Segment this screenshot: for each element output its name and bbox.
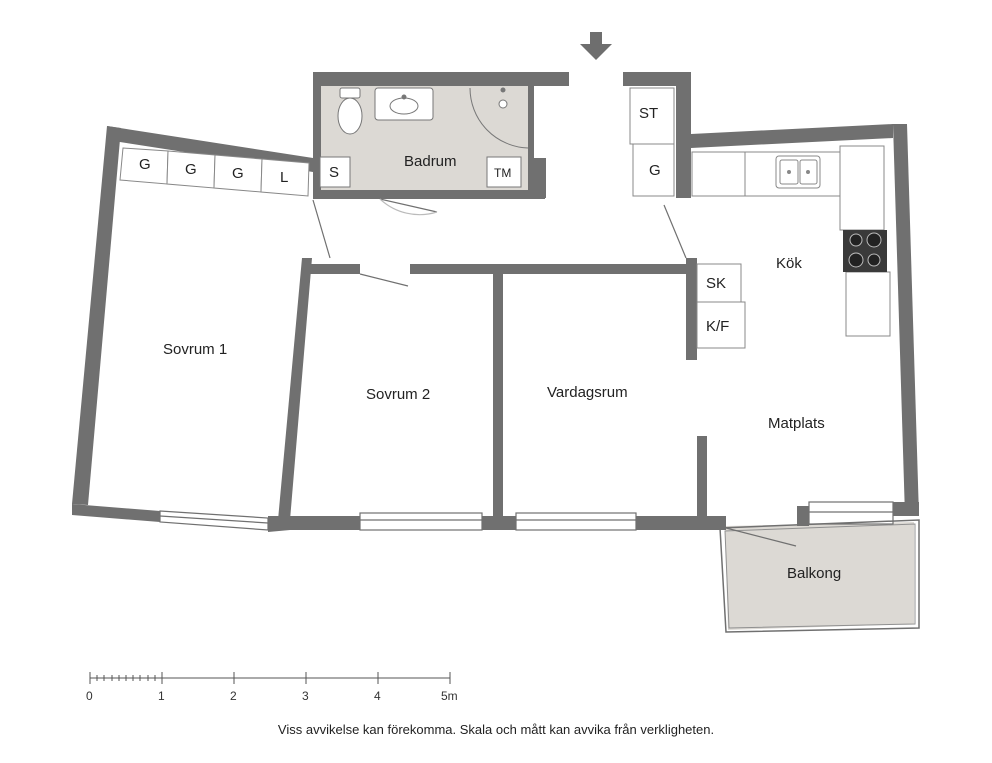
scale-tick-3: 3: [302, 689, 309, 703]
wall-kitchen-bottom-left: [797, 506, 809, 526]
wall-sovrum2-top-b: [410, 264, 694, 274]
label-vardagsrum: Vardagsrum: [547, 384, 628, 401]
wall-hall-top: [623, 72, 691, 86]
doors: [312, 198, 797, 547]
bath-fixtures: [319, 87, 529, 188]
window-matplats: [808, 501, 894, 525]
door-kitchen: [663, 204, 687, 259]
window-sovrum1: [159, 510, 269, 531]
wall-sovrum2-top-a: [310, 264, 360, 274]
bath-cabinet-tm: [486, 156, 522, 188]
wall-kitchen-bottom-right: [893, 502, 919, 516]
kitchen-cabinet-sk: [696, 263, 742, 303]
label-kitchen-kf: K/F: [706, 318, 729, 335]
wall-sovrum1-left: [72, 126, 121, 505]
label-hall-st: ST: [639, 105, 658, 122]
wardrobe-l: [260, 158, 310, 197]
closet-g: [632, 143, 675, 197]
scale-tick-1: 1: [158, 689, 165, 703]
wall-kitchen-partition: [686, 258, 697, 360]
wall-hall-right: [676, 72, 691, 198]
disclaimer-text: Viss avvikelse kan förekomma. Skala och …: [277, 722, 715, 737]
label-bath-s: S: [329, 164, 339, 181]
scale-tick-2: 2: [230, 689, 237, 703]
kitchen-sink-icon: [775, 155, 821, 189]
door-sovrum2: [359, 273, 409, 287]
label-bath-tm: TM: [494, 166, 511, 180]
kitchen-counter-right: [839, 145, 885, 231]
wall-bottom-a: [268, 516, 360, 530]
windows: [159, 501, 894, 531]
label-hall-g: G: [649, 162, 661, 179]
entrance-arrow-icon: [580, 32, 612, 60]
wardrobe-row: [119, 147, 310, 197]
hall-closets: [629, 87, 675, 197]
label-badrum: Badrum: [404, 153, 457, 170]
wall-sovrum1-bottom-a: [72, 504, 160, 522]
toilet-icon: [337, 87, 363, 135]
wall-bath-top: [313, 72, 569, 86]
label-sovrum1: Sovrum 1: [163, 341, 227, 358]
wall-bath-right: [528, 86, 534, 190]
wall-bottom-c: [636, 516, 726, 530]
kitchen-fittings: [691, 145, 891, 349]
wall-matplats-stub: [697, 436, 707, 516]
wall-bottom-b: [482, 516, 516, 530]
kitchen-counter-right-lower: [845, 271, 891, 337]
wall-kitchen-right: [893, 124, 919, 516]
label-wardrobe-l: L: [280, 169, 288, 186]
door-sovrum1: [312, 199, 331, 259]
bath-cabinet-s: [319, 156, 351, 188]
balcony-inner-outline: [724, 523, 916, 629]
label-kok: Kök: [776, 255, 802, 272]
scale-tick-4: 4: [374, 689, 381, 703]
label-balkong: Balkong: [787, 565, 841, 582]
label-wardrobe-g1: G: [139, 156, 151, 173]
wall-bath-left: [313, 72, 321, 198]
kitchen-cabinet-kf: [696, 301, 746, 349]
wall-bath-bottom: [313, 190, 545, 199]
scale-bar: [89, 672, 451, 684]
stove-icon: [843, 230, 887, 272]
sink-icon: [374, 87, 434, 121]
label-matplats: Matplats: [768, 415, 825, 432]
door-balcony: [725, 527, 797, 547]
closet-st: [629, 87, 675, 145]
window-vardagsrum: [515, 512, 637, 531]
scale-tick-5: 5m: [441, 689, 458, 703]
door-bath: [379, 198, 438, 213]
label-kitchen-sk: SK: [706, 275, 726, 292]
wall-sovrum2-vardagsrum: [493, 270, 503, 518]
scale-tick-0: 0: [86, 689, 93, 703]
label-wardrobe-g3: G: [232, 165, 244, 182]
shower-drain-icon: [469, 87, 529, 149]
label-sovrum2: Sovrum 2: [366, 386, 430, 403]
window-sovrum2: [359, 512, 483, 531]
balcony-outline: [719, 519, 920, 633]
wall-sovrum2-left: [278, 258, 312, 520]
label-wardrobe-g2: G: [185, 161, 197, 178]
wall-bath-right-stub: [528, 158, 546, 198]
wall-kitchen-top: [691, 124, 893, 148]
balcony-floor: [725, 522, 914, 630]
